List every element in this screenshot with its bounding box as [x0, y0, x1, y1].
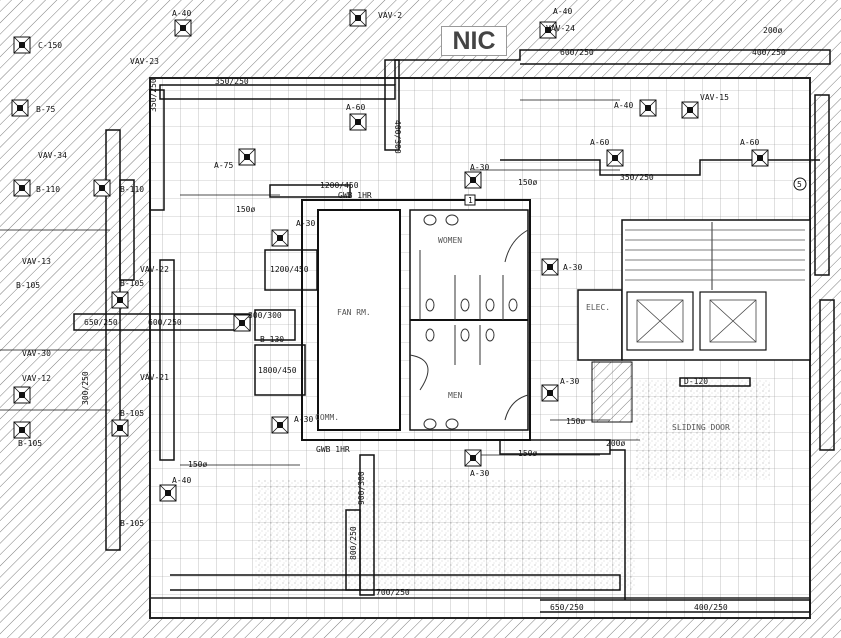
- elec-room-wall: [577, 289, 623, 361]
- tag-vav15: VAV-15: [700, 93, 729, 102]
- tag-a60-b: A-60: [590, 138, 609, 147]
- tag-vav2: VAV-2: [378, 11, 402, 20]
- duct-400-300: 400/300: [393, 120, 402, 154]
- gwb-label-bot: GWB 1HR: [316, 445, 350, 454]
- toilet-stalls: [409, 214, 529, 430]
- tag-a40-top: A-40: [172, 9, 191, 18]
- duct-600-250: 600/250: [560, 48, 594, 57]
- duct-150-e: 150ø: [188, 460, 207, 469]
- duct-300-250: 300/250: [81, 371, 90, 405]
- tag-b105-c: B-105: [120, 409, 144, 418]
- duct-700-250: 700/250: [376, 588, 410, 597]
- tag-b110-b: B-110: [120, 185, 144, 194]
- duct-900-300: 900/300: [357, 471, 366, 505]
- floor-texture-east: [635, 380, 770, 480]
- marker-box: [464, 194, 476, 206]
- tag-a30-d: A-30: [560, 377, 579, 386]
- duct-800-250: 800/250: [349, 526, 358, 560]
- floor-texture-south: [255, 480, 635, 590]
- tag-b105-a: B-105: [16, 281, 40, 290]
- duct-1200-450-b: 1200/450: [270, 265, 309, 274]
- tag-b105-e: B-105: [120, 519, 144, 528]
- duct-200-b: 200ø: [606, 439, 625, 448]
- duct-600-250-left: 600/250: [148, 318, 182, 327]
- duct-650-250-bot: 650/250: [550, 603, 584, 612]
- duct-1200-450-a: 1200/450: [320, 181, 359, 190]
- tag-a40-top2: A-40: [553, 7, 572, 16]
- piping: [0, 99, 640, 466]
- tag-vav24: VAV-24: [546, 24, 575, 33]
- ductwork: [73, 49, 835, 613]
- duct-350-250: 350/250: [215, 77, 249, 86]
- duct-150-b: 150ø: [518, 178, 537, 187]
- shaft: [591, 361, 633, 423]
- tag-b130: B-130: [260, 335, 284, 344]
- tag-a30-c: A-30: [563, 263, 582, 272]
- tag-a75: A-75: [214, 161, 233, 170]
- tag-d120: D-120: [684, 377, 708, 386]
- gwb-label-top: GWB 1HR: [338, 191, 372, 200]
- tag-vav22: VAV-22: [140, 265, 169, 274]
- elevator-cars: [636, 299, 757, 343]
- duct-150-d: 150ø: [518, 449, 537, 458]
- tag-b105-d: B-105: [18, 439, 42, 448]
- label-comm: COMM.: [315, 413, 339, 422]
- tag-a30-a: A-30: [470, 163, 489, 172]
- grid-bubble-label: 5: [797, 180, 802, 189]
- label-fan-room: FAN RM.: [337, 308, 371, 317]
- duct-400-250-bot: 400/250: [694, 603, 728, 612]
- tag-c150: C-150: [38, 41, 62, 50]
- duct-650-250: 650/250: [84, 318, 118, 327]
- duct-400-250-top: 400/250: [752, 48, 786, 57]
- duct-200: 200ø: [763, 26, 782, 35]
- duct-350-250-left: 350/250: [149, 78, 158, 112]
- tag-vav21: VAV-21: [140, 373, 169, 382]
- tag-b110-a: B-110: [36, 185, 60, 194]
- tag-vav13: VAV-13: [22, 257, 51, 266]
- tag-a30-b: A-30: [296, 219, 315, 228]
- tag-vav34: VAV-34: [38, 151, 67, 160]
- duct-150-a: 150ø: [236, 205, 255, 214]
- tag-a60-c: A-60: [740, 138, 759, 147]
- tag-vav23: VAV-23: [130, 57, 159, 66]
- duct-350-250-right: 350/250: [620, 173, 654, 182]
- tag-vav30: VAV-30: [22, 349, 51, 358]
- label-women: WOMEN: [438, 236, 462, 245]
- label-elec: ELEC.: [586, 303, 610, 312]
- marker-box-label: 1: [468, 196, 473, 205]
- tag-a40-b: A-40: [172, 476, 191, 485]
- tag-vav12: VAV-12: [22, 374, 51, 383]
- tag-a40-r: A-40: [614, 101, 633, 110]
- label-sliding-door: SLIDING DOOR: [672, 423, 730, 432]
- label-men: MEN: [448, 391, 463, 400]
- grid-bubble: [793, 177, 807, 191]
- core-wall: [301, 199, 531, 441]
- nic-badge: NIC: [441, 26, 507, 56]
- stair-treads: [625, 222, 805, 290]
- tag-b105-b: B-105: [120, 279, 144, 288]
- tag-a30-e: A-30: [294, 415, 313, 424]
- duct-1800-450: 1800/450: [258, 366, 297, 375]
- fan-room-wall: [317, 209, 401, 431]
- tag-a30-f: A-30: [470, 469, 489, 478]
- tag-b75: B-75: [36, 105, 55, 114]
- duct-150-c: 150ø: [566, 417, 585, 426]
- duct-300-300: 300/300: [248, 311, 282, 320]
- tag-a60-a: A-60: [346, 103, 365, 112]
